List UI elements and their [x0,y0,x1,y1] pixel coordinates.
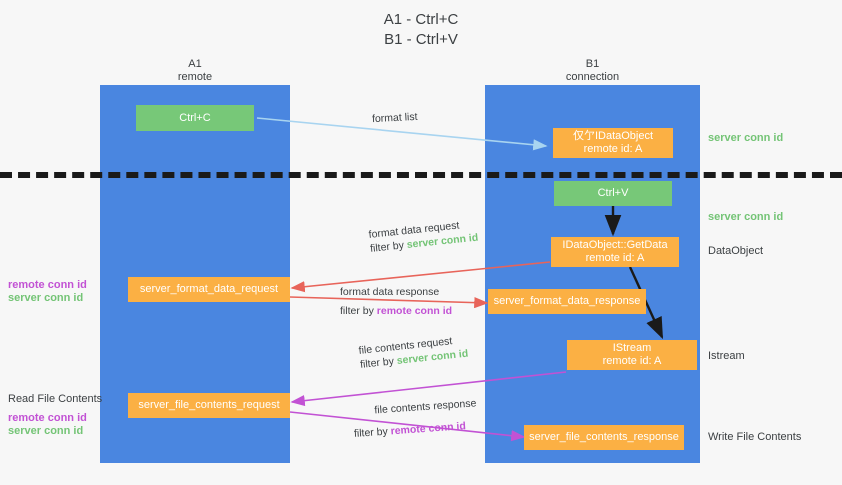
label-server-conn-id-mid: server conn id [708,211,784,223]
annotation-format-data-response-line1: format data response [340,286,440,298]
lane-a1-header: A1 remote [177,58,213,83]
annotation-format-data-response-line2: filter by remote conn id [340,304,452,318]
box-server-format-data-response[interactable]: server_format_data_response [488,289,646,314]
filter-by-prefix: filter by [353,425,392,440]
lane-b1-header: B1 connection [565,58,620,83]
filter-by-value: remote conn id [376,305,453,317]
annotation-format-list: format list [372,110,418,126]
label-remote-conn-id-upper: remote conn id [8,279,87,291]
box-server-file-contents-request[interactable]: server_file_contents_request [128,393,290,418]
box-server-format-data-request[interactable]: server_format_data_request [128,277,290,302]
annotation-file-contents-response-line2: filter by remote conn id [354,418,479,441]
label-server-conn-id-top: server conn id [708,132,784,144]
annotation-format-data-response: format data response filter by remote co… [340,285,452,318]
annotation-file-contents-request: file contents request filter by server c… [358,333,469,372]
box-ctrl-c[interactable]: Ctrl+C [136,105,254,131]
phase-divider [0,172,842,178]
filter-by-prefix: filter by [340,305,377,317]
annotation-format-list-text: format list [371,110,418,126]
filter-by-prefix: filter by [359,355,398,371]
label-server-conn-id-upper: server conn id [8,292,84,304]
annotation-file-contents-response-line1: file contents response [374,397,477,417]
annotation-format-data-request: format data request filter by server con… [368,217,479,256]
label-read-file-contents: Read File Contents [8,393,103,405]
annotation-file-contents-response: file contents response filter by remote … [352,396,478,441]
label-remote-conn-id-lower: remote conn id [8,412,87,424]
box-server-file-contents-response[interactable]: server_file_contents_response [524,425,684,450]
filter-by-prefix: filter by [369,239,408,255]
box-get-idataobject[interactable]: 仅亇IDataObject remote id: A [553,128,673,158]
label-istream: Istream [708,350,745,362]
box-idataobject-getdata[interactable]: IDataObject::GetData remote id: A [551,237,679,267]
label-server-conn-id-lower: server conn id [8,425,84,437]
box-istream[interactable]: IStream remote id: A [567,340,697,370]
label-data-object: DataObject [708,245,764,257]
label-write-file-contents: Write File Contents [708,431,802,443]
filter-by-value: remote conn id [390,420,467,438]
diagram-title: A1 - Ctrl+C B1 - Ctrl+V [383,11,459,48]
box-ctrl-v[interactable]: Ctrl+V [554,181,672,206]
